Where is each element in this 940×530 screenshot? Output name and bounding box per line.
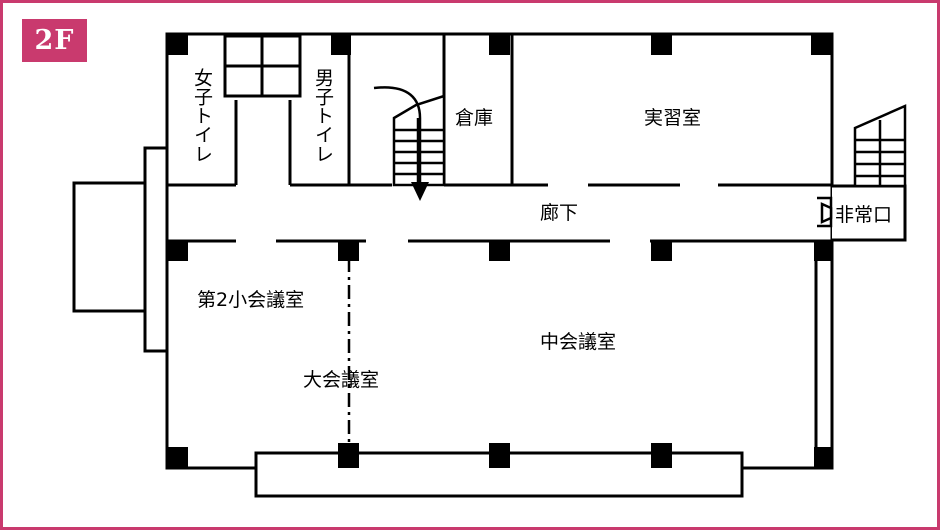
columns — [167, 34, 832, 468]
floor-badge: 2F — [22, 19, 87, 62]
right-balcony — [814, 240, 834, 470]
label-emergency-exit: 非常口 — [835, 204, 892, 226]
label-large-meeting-room: 大会議室 — [303, 369, 379, 391]
emergency-stair — [853, 104, 907, 188]
left-annex-connector — [143, 146, 169, 353]
floor-plan: 女子トイレ 男子トイレ 倉庫 実習室 廊下 非常口 第2小会議室 中会議室 大会… — [72, 32, 907, 498]
label-womens-toilet: 女子トイレ — [191, 68, 213, 163]
label-practice-room: 実習室 — [644, 107, 701, 129]
stair-arrow — [373, 86, 429, 201]
label-corridor: 廊下 — [540, 202, 578, 224]
left-annex — [72, 181, 147, 313]
label-mens-toilet: 男子トイレ — [312, 68, 334, 163]
label-storage: 倉庫 — [455, 107, 493, 129]
interior-walls — [167, 34, 832, 243]
label-medium-meeting-room: 中会議室 — [540, 331, 616, 353]
label-small-meeting-room-2: 第2小会議室 — [197, 289, 304, 311]
exit-door-icon — [817, 196, 833, 228]
